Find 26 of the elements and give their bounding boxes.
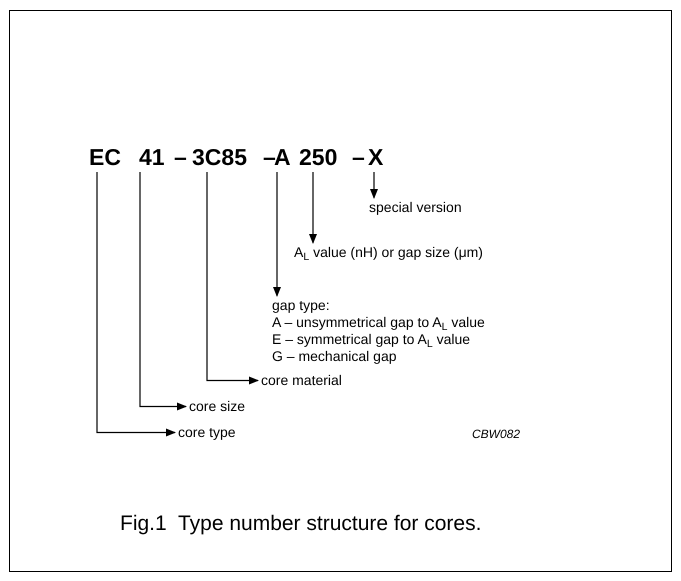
arrow (206, 172, 259, 384)
description-text: core size (189, 398, 246, 415)
code-part: 3C85 (192, 144, 247, 170)
description-text: A – unsymmetrical gap to A$_{L}$ value (272, 314, 485, 331)
description-text: core type (178, 424, 236, 441)
description-text: A$_{L}$ value (nH) or gap size (μm) (294, 244, 483, 261)
description-text: E – symmetrical gap to A$_{L}$ value (272, 331, 472, 348)
description-text: core material (261, 372, 342, 389)
code-part: EC (89, 144, 121, 170)
arrow (370, 172, 378, 199)
description-text: special version (369, 199, 462, 216)
code-part: 41 (139, 144, 165, 170)
separator-dash: – (352, 144, 365, 170)
arrow (309, 172, 317, 244)
separator-dash: – (263, 144, 276, 170)
code-part: X (368, 144, 384, 170)
figure-id: CBW082 (472, 426, 520, 443)
code-part: A (274, 144, 291, 170)
code-part: 250 (299, 144, 338, 170)
description-text: gap type: (272, 297, 331, 314)
separator-dash: – (174, 144, 187, 170)
caption: Fig.1 Type number structure for cores. (120, 511, 482, 537)
description-text: G – mechanical gap (272, 348, 398, 365)
arrow (139, 172, 187, 410)
arrow (273, 172, 281, 297)
arrow (96, 172, 176, 436)
